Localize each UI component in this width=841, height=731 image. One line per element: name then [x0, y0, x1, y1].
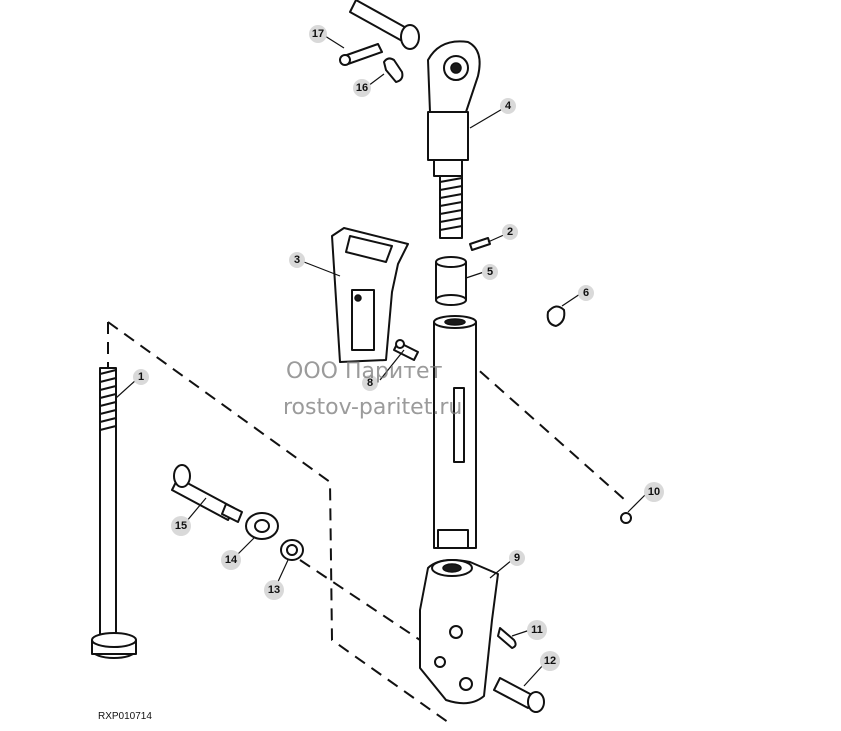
bushing-13 — [280, 539, 304, 561]
callout-5: 5 — [482, 264, 498, 280]
lower-clevis-9 — [419, 559, 499, 705]
shoulder-bolt-15 — [171, 464, 243, 523]
washer-14 — [245, 512, 279, 540]
callout-2: 2 — [502, 224, 518, 240]
callout-3: 3 — [289, 252, 305, 268]
svg-text:6: 6 — [583, 287, 589, 299]
top-pin — [349, 0, 420, 50]
long-bolt — [91, 367, 137, 659]
bushing-5 — [435, 256, 467, 306]
svg-text:14: 14 — [225, 554, 238, 566]
clevis-pin-12 — [493, 677, 545, 713]
pin-17 — [339, 43, 383, 66]
callout-6: 6 — [578, 285, 594, 301]
callout-11: 11 — [527, 620, 547, 640]
svg-text:12: 12 — [544, 655, 556, 667]
svg-text:15: 15 — [175, 520, 187, 532]
callout-4: 4 — [500, 98, 516, 114]
svg-text:1: 1 — [138, 371, 144, 383]
svg-text:8: 8 — [367, 377, 373, 389]
cotter-pin-11 — [497, 627, 517, 649]
ball-10 — [620, 512, 632, 524]
roll-pin-2 — [469, 237, 491, 251]
callout-12: 12 — [540, 651, 560, 671]
grease-fitting-8 — [393, 339, 419, 361]
main-tube — [433, 315, 477, 549]
upper-rod-end — [427, 40, 481, 239]
callout-9: 9 — [509, 550, 525, 566]
svg-text:3: 3 — [294, 254, 300, 266]
svg-text:16: 16 — [356, 82, 368, 94]
watermark: ООО Паритет rostov-paritet.ru — [283, 359, 462, 420]
svg-text:5: 5 — [487, 266, 493, 278]
svg-text:13: 13 — [268, 584, 280, 596]
spring-clip-16 — [383, 57, 404, 83]
watermark-line-2: rostov-paritet.ru — [283, 395, 462, 420]
svg-text:11: 11 — [531, 624, 543, 636]
drawing-code: RXP010714 — [98, 711, 152, 722]
callout-10: 10 — [644, 482, 664, 502]
spring-clip-6 — [546, 305, 566, 327]
svg-text:4: 4 — [505, 100, 512, 112]
svg-text:2: 2 — [507, 226, 513, 238]
watermark-line-1: ООО Паритет — [286, 359, 443, 384]
callout-15: 15 — [171, 516, 191, 536]
svg-text:17: 17 — [312, 28, 324, 40]
callout-8: 8 — [362, 375, 378, 391]
callout-14: 14 — [221, 550, 241, 570]
callout-1: 1 — [133, 369, 149, 385]
callout-17: 17 — [309, 25, 327, 43]
callout-16: 16 — [353, 79, 371, 97]
svg-text:10: 10 — [648, 486, 660, 498]
bracket-3 — [331, 227, 409, 363]
callouts: 17 16 4 2 3 5 6 8 — [133, 25, 664, 671]
svg-text:9: 9 — [514, 552, 520, 564]
callout-13: 13 — [264, 580, 284, 600]
